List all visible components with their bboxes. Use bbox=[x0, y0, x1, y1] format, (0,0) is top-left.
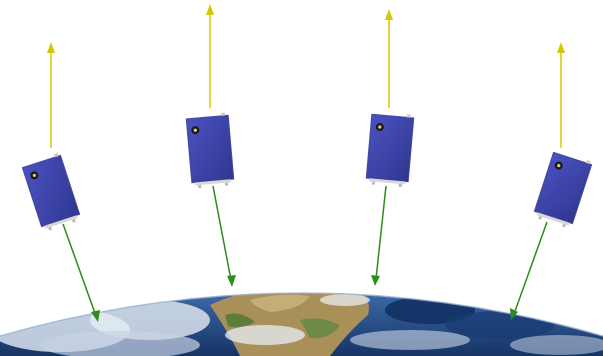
satellite-icon bbox=[533, 151, 593, 228]
camera-lens-icon bbox=[554, 161, 563, 170]
camera-lens-icon bbox=[191, 126, 200, 135]
nadir-vectors bbox=[62, 185, 548, 322]
nadir-arrow-2 bbox=[212, 185, 236, 287]
satellite-icon bbox=[185, 112, 235, 189]
satellite-icon bbox=[365, 113, 415, 188]
camera-lens-icon bbox=[375, 123, 384, 132]
nadir-arrow-1 bbox=[62, 223, 100, 322]
nadir-arrow-4 bbox=[510, 221, 548, 320]
zenith-arrow-4 bbox=[557, 42, 565, 148]
satellite-icon bbox=[21, 153, 81, 231]
nadir-arrow-3 bbox=[371, 185, 387, 286]
earth-globe-icon bbox=[0, 292, 603, 356]
camera-lens-icon bbox=[30, 171, 39, 180]
zenith-vectors bbox=[47, 4, 565, 148]
zenith-arrow-1 bbox=[47, 42, 55, 148]
zenith-arrow-3 bbox=[385, 9, 393, 108]
zenith-arrow-2 bbox=[206, 4, 214, 108]
